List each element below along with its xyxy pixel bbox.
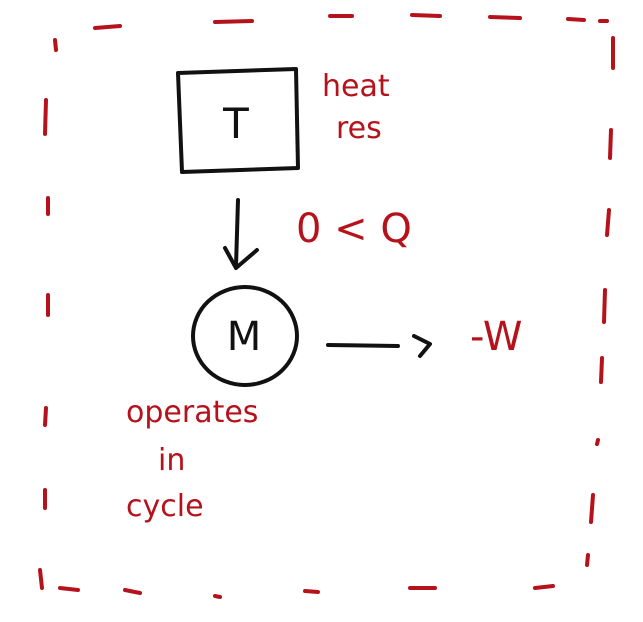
work-label: -W xyxy=(470,314,522,360)
machine-symbol: M xyxy=(227,314,262,360)
reservoir-box xyxy=(176,67,300,174)
machine-note-line2: in xyxy=(158,443,185,478)
machine-note-line1: operates xyxy=(126,395,258,430)
machine-circle xyxy=(191,285,299,387)
reservoir-note-line1: heat xyxy=(322,69,390,104)
reservoir-symbol: T xyxy=(222,99,249,148)
heat-label: 0 < Q xyxy=(296,206,412,252)
machine-note-line3: cycle xyxy=(126,489,204,524)
work-arrow xyxy=(326,334,432,358)
heat-flow-arrow xyxy=(223,198,259,270)
reservoir-note-line2: res xyxy=(336,111,382,146)
system-boundary xyxy=(38,13,615,599)
